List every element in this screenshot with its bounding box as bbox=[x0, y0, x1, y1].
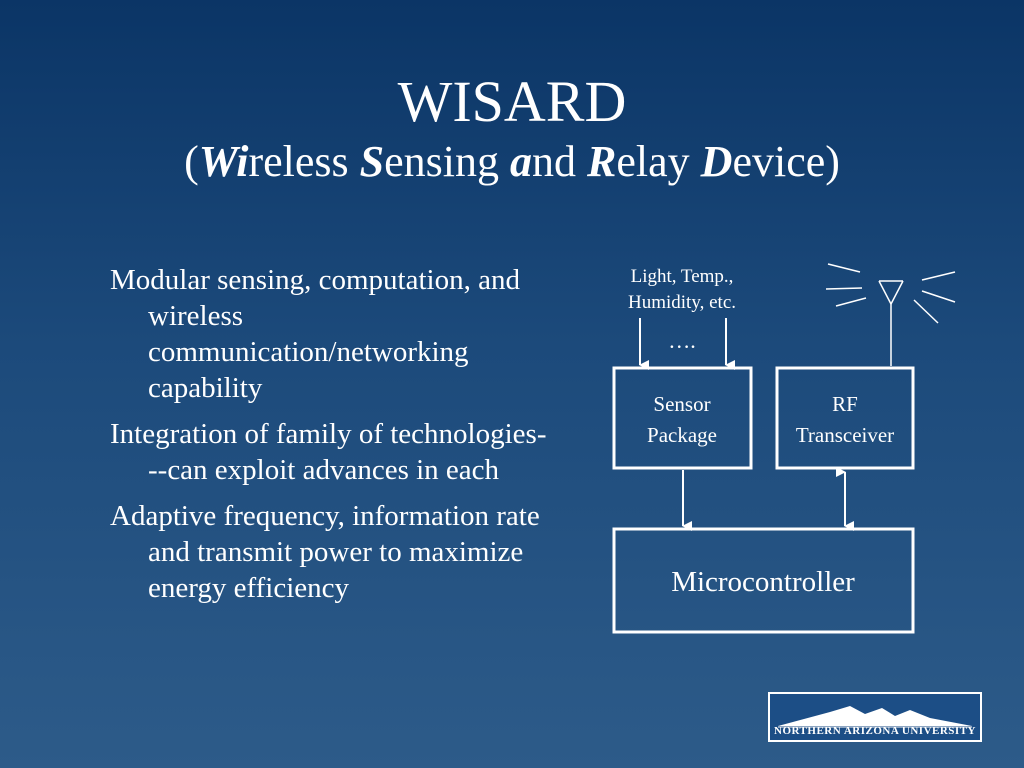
bullet-item: Adaptive frequency, information rate and… bbox=[110, 500, 540, 604]
rf-label-line1: RF bbox=[832, 392, 858, 416]
microcontroller-box bbox=[612, 527, 915, 634]
university-logo: NORTHERN ARIZONA UNIVERSITY bbox=[768, 692, 982, 742]
bullet-item: Modular sensing, computation, and wirele… bbox=[110, 264, 520, 404]
inputs-label-line1: Light, Temp., bbox=[631, 266, 734, 287]
sensor-package-box bbox=[612, 366, 753, 470]
slide-title: WISARD bbox=[397, 69, 627, 134]
antenna-icon bbox=[825, 263, 956, 366]
microcontroller-label: Microcontroller bbox=[671, 566, 855, 598]
bullet-item: Integration of family of technologies---… bbox=[110, 418, 547, 486]
slide-subtitle: (Wireless Sensing and Relay Device) bbox=[184, 137, 840, 186]
mountain-icon bbox=[778, 706, 972, 728]
sensor-label-line1: Sensor bbox=[653, 392, 710, 416]
inputs-label-line2: Humidity, etc. bbox=[628, 292, 736, 313]
sensor-label-line2: Package bbox=[647, 423, 717, 447]
rf-label-line2: Transceiver bbox=[796, 423, 894, 447]
bullet-list: Modular sensing, computation, and wirele… bbox=[110, 262, 550, 616]
logo-text: NORTHERN ARIZONA UNIVERSITY bbox=[774, 725, 976, 737]
inputs-ellipsis: …. bbox=[668, 328, 696, 353]
rf-transceiver-box bbox=[775, 366, 915, 470]
